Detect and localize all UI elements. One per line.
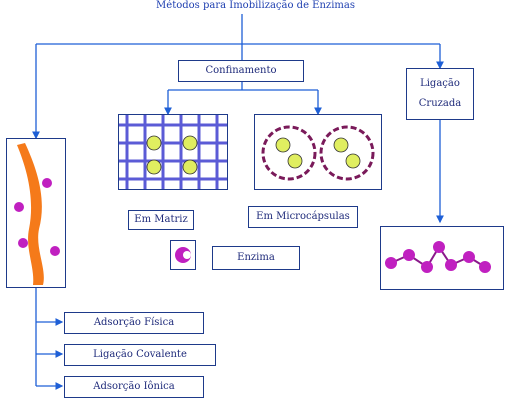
diagram-title: Métodos para Imobilização de Enzimas <box>156 0 355 11</box>
ligacao-covalente-box: Ligação Covalente <box>64 344 216 366</box>
suporte-illustration <box>14 143 60 285</box>
em-matriz-box: Em Matriz <box>128 210 194 230</box>
enzima-legend-icon <box>170 240 196 270</box>
cruzada-label: Cruzada <box>418 98 462 109</box>
em-microcapsulas-box: Em Microcápsulas <box>248 206 358 228</box>
microcapsulas-panel <box>254 114 382 190</box>
ligacao-cruzada-panel <box>380 226 504 290</box>
enzima-box: Enzima <box>212 246 300 270</box>
microcapsulas-illustration <box>261 125 375 181</box>
matriz-panel <box>118 114 228 190</box>
ligacao-cruzada-box: Ligação Cruzada <box>406 68 474 120</box>
adsorcao-fisica-box: Adsorção Física <box>64 312 204 334</box>
suporte-panel <box>6 138 66 288</box>
confinamento-box: Confinamento <box>178 60 304 82</box>
ligacao-cruzada-illustration <box>385 241 491 273</box>
ligacao-label: Ligação <box>420 78 460 89</box>
adsorcao-ionica-box: Adsorção Iônica <box>64 376 204 398</box>
matriz-illustration <box>119 115 227 189</box>
